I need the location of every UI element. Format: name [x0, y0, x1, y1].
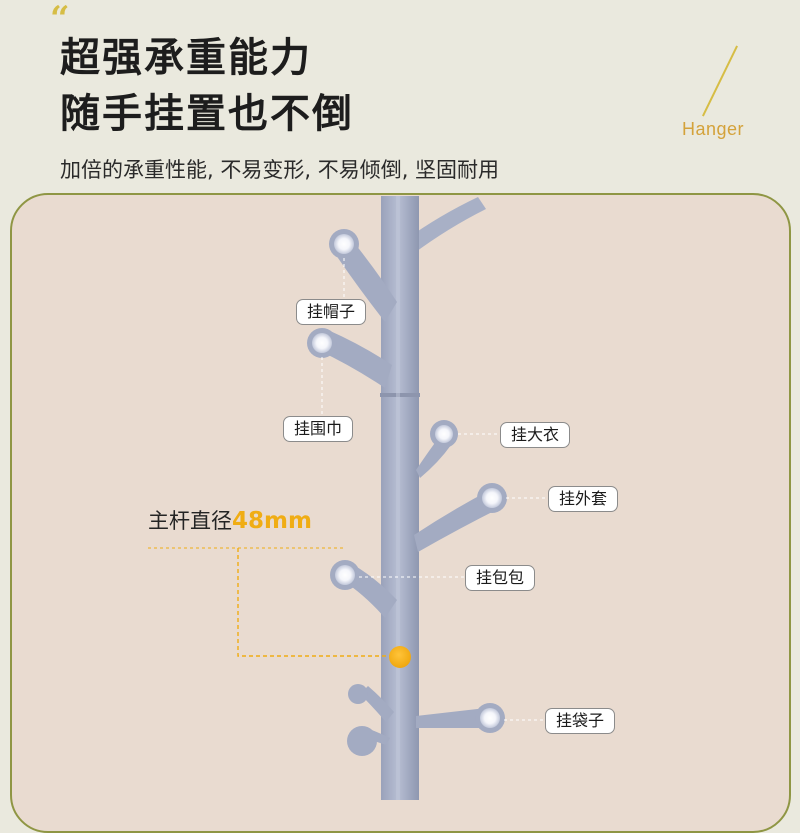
hook-handbag [330, 560, 397, 618]
hook-lower-left [347, 684, 394, 756]
hook-hat [329, 229, 397, 322]
hook-coat [416, 420, 458, 478]
hook-bag [416, 703, 505, 733]
headline-line-2: 随手挂置也不倒 [60, 91, 354, 137]
hook-jacket [414, 483, 507, 552]
label-hat: 挂帽子 [296, 299, 367, 325]
label-scarf: 挂围巾 [283, 416, 354, 442]
coat-rack-illustration [148, 196, 548, 800]
leader-lines [321, 258, 548, 721]
pole-highlight [396, 196, 400, 800]
diameter-label: 主杆直径 [148, 509, 232, 533]
diameter-callout [148, 547, 411, 668]
diameter-marker-dot [389, 646, 411, 668]
label-coat: 挂大衣 [500, 422, 571, 448]
hook-scarf [307, 328, 392, 388]
label-bag: 挂袋子 [545, 708, 616, 734]
headline-line-1: 超强承重能力 [60, 35, 312, 81]
hook-arm-top [405, 197, 486, 254]
diameter-value: 48mm [232, 508, 312, 534]
quote-mark: “ [50, 0, 70, 39]
brand-text: Hanger [682, 119, 745, 139]
label-jacket: 挂外套 [548, 486, 619, 512]
diameter-text: 主杆直径48mm [148, 510, 312, 533]
subtitle: 加倍的承重性能, 不易变形, 不易倾倒, 坚固耐用 [60, 158, 500, 182]
label-handbag: 挂包包 [465, 565, 536, 591]
